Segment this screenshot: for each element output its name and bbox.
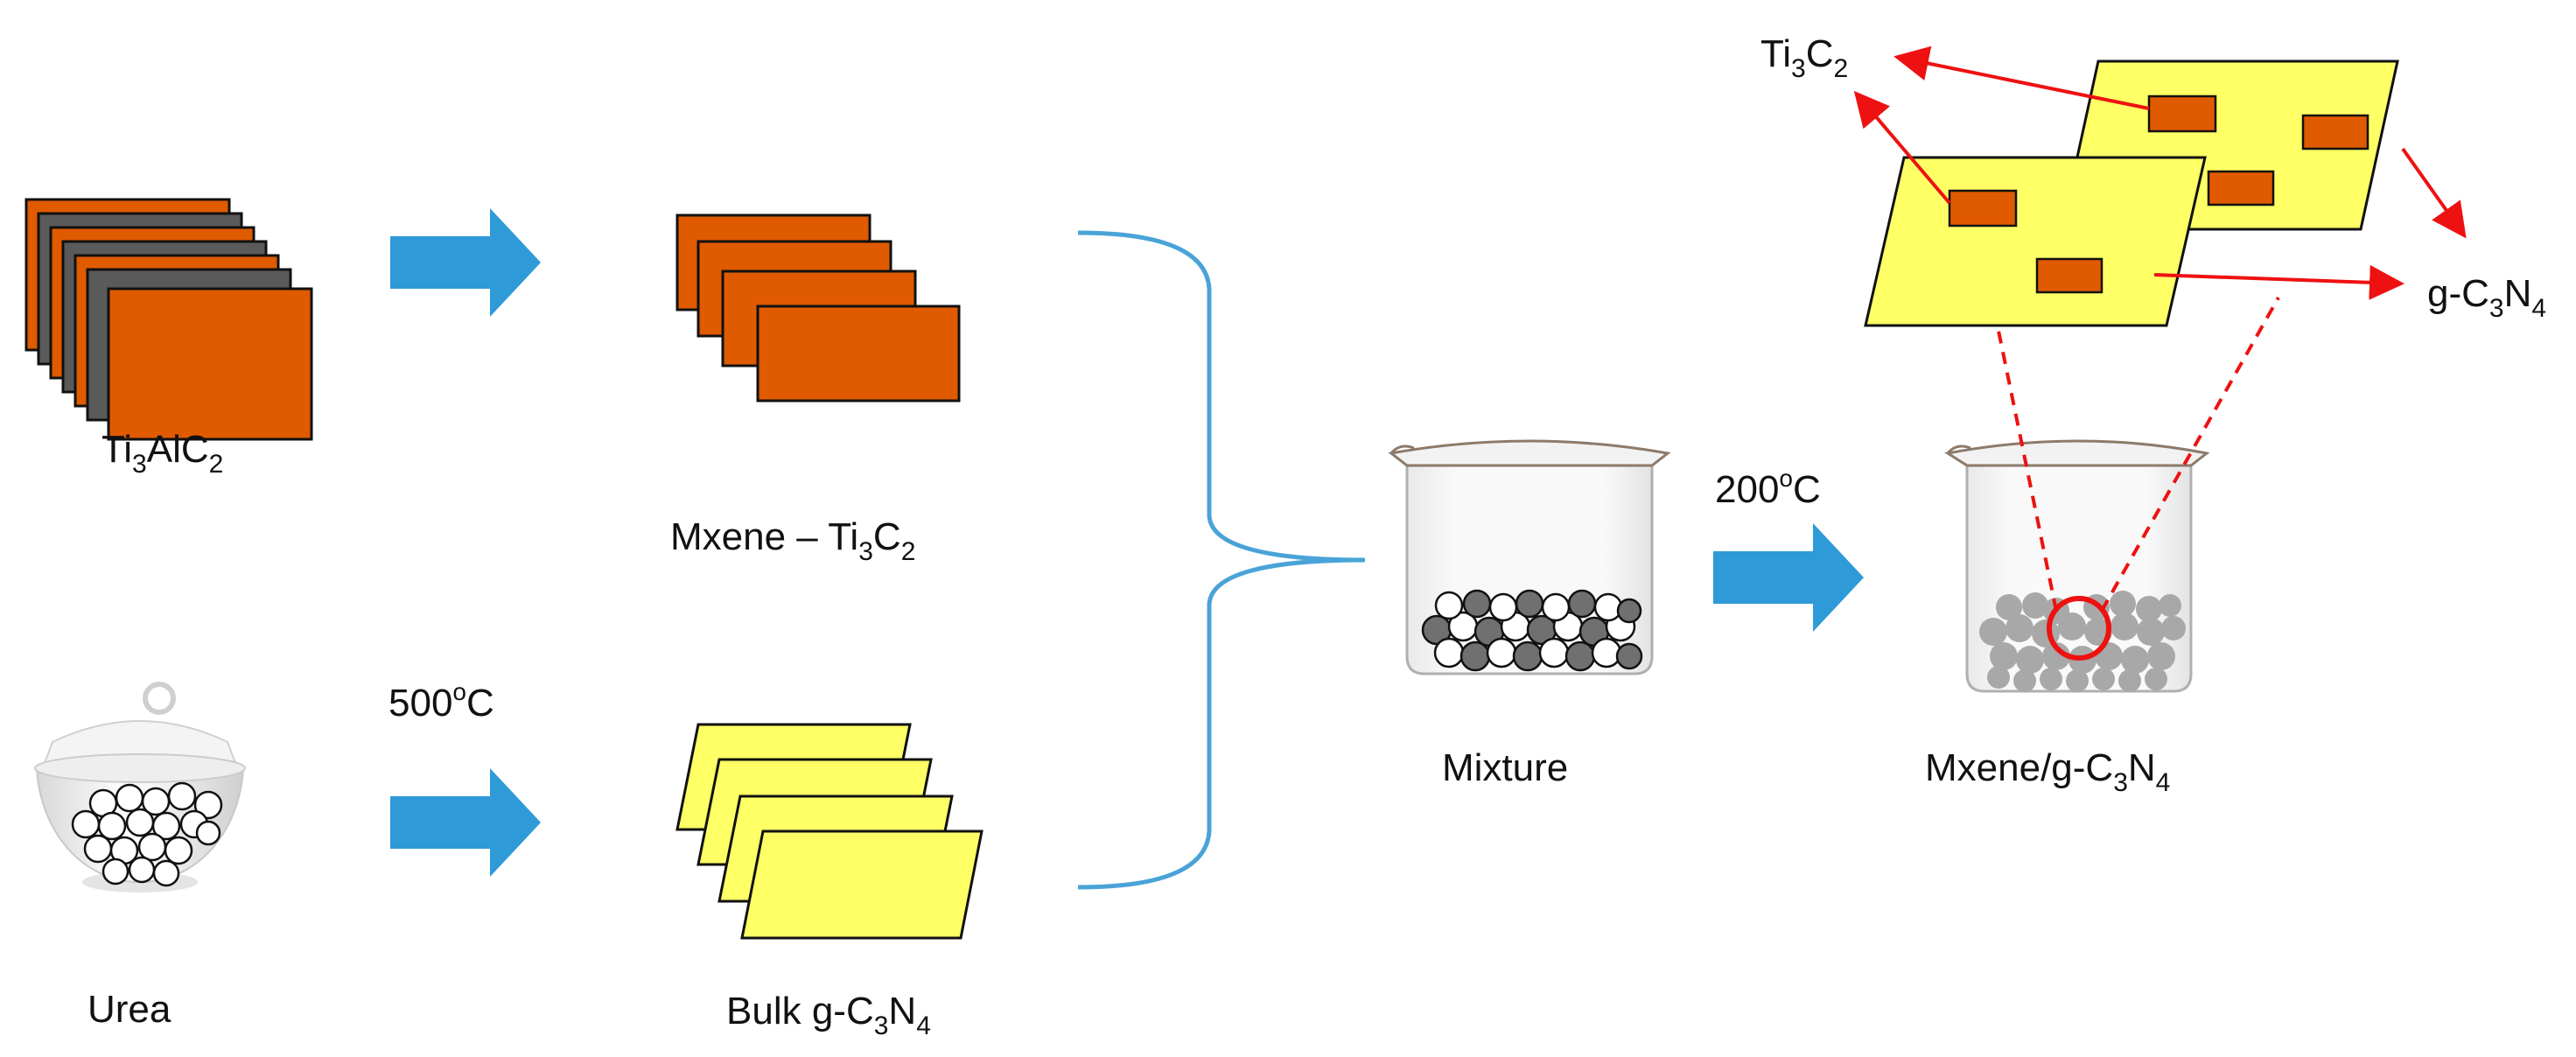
mixture-label: Mixture bbox=[1442, 746, 1568, 789]
mixture-particles bbox=[1421, 589, 1643, 672]
composite-zoom-sheets bbox=[1864, 60, 2399, 327]
mxene-label: Mxene – Ti3C2 bbox=[670, 515, 915, 566]
zoom-line-left bbox=[1997, 330, 2058, 612]
pointer-gcn-b bbox=[2401, 147, 2467, 239]
zoom-highlight-circle bbox=[2047, 596, 2111, 661]
temp-500-label: 500oC bbox=[388, 678, 494, 724]
pointer-ti3c2-a bbox=[1894, 46, 2150, 110]
bulk-gcn-label: Bulk g-C3N4 bbox=[726, 990, 931, 1040]
ti3alc2-label: Ti3AlC2 bbox=[102, 428, 223, 479]
composite-beaker-icon bbox=[1943, 439, 2210, 693]
combine-bracket bbox=[1077, 230, 1366, 890]
ti3c2-pointer-label: Ti3C2 bbox=[1760, 32, 1848, 83]
pointer-ti3c2-b bbox=[1853, 90, 1951, 205]
ti3alc2-stack bbox=[24, 198, 313, 441]
mxene-stack bbox=[676, 214, 961, 402]
etching-arrow bbox=[390, 208, 541, 317]
temp-200-label: 200oC bbox=[1715, 465, 1821, 511]
calcination-arrow bbox=[390, 768, 541, 877]
bulk-gcn-stack bbox=[676, 723, 984, 940]
urea-label: Urea bbox=[88, 988, 172, 1031]
beaker-icon bbox=[1388, 439, 1671, 676]
composite-label: Mxene/g-C3N4 bbox=[1925, 746, 2170, 797]
urea-particles bbox=[71, 781, 223, 887]
crucible-icon bbox=[34, 682, 246, 892]
pointer-gcn-a bbox=[2153, 264, 2404, 300]
hydrothermal-arrow bbox=[1713, 523, 1864, 632]
gcn-pointer-label: g-C3N4 bbox=[2427, 272, 2546, 323]
zoom-line-right bbox=[2100, 297, 2280, 612]
